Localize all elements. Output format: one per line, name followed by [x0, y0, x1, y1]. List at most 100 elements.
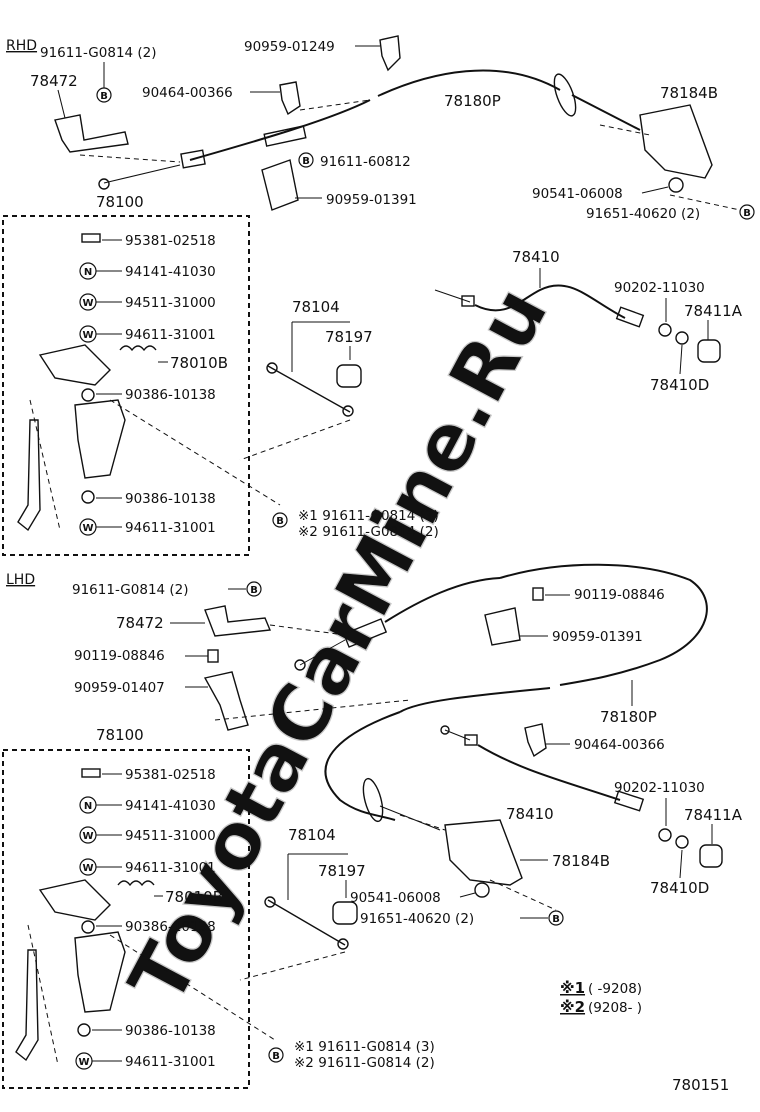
lhd-bolt-90119-08846-b: [207, 649, 219, 663]
lhd-washer-symbol-2: W: [79, 858, 97, 876]
rhd-nut-symbol: N: [79, 262, 97, 280]
svg-text:W: W: [82, 863, 93, 874]
label-rhd-90541-06008: 90541-06008: [532, 186, 623, 202]
label-lhd-90386-10138-b: 90386-10138: [125, 1023, 216, 1039]
svg-text:W: W: [78, 1057, 89, 1068]
note-rhd-1: ※1 91611-G0814 (3): [298, 508, 439, 524]
rhd-bracket-78472: [54, 114, 129, 153]
svg-text:B: B: [743, 208, 751, 219]
rhd-bolt-symbol-2: B: [298, 152, 314, 168]
lhd-bolt-symbol-2: B: [548, 910, 564, 926]
lhd-washer-symbol-1: W: [79, 826, 97, 844]
rhd-washer-symbol-2: W: [79, 325, 97, 343]
label-lhd-94611-31001-a: 94611-31001: [125, 860, 216, 876]
label-rhd-90202-11030: 90202-11030: [614, 280, 705, 296]
label-rhd-78100: 78100: [96, 193, 144, 211]
rhd-rod-78104: [267, 365, 351, 413]
lhd-clip-90464-00366: [524, 723, 547, 758]
rhd-nut-78410d: [675, 331, 689, 345]
rhd-bushing-upper: [81, 388, 95, 402]
label-rhd-90386-10138-a: 90386-10138: [125, 387, 216, 403]
lhd-rod-78104: [267, 899, 346, 946]
svg-text:B: B: [272, 1051, 280, 1062]
label-lhd-78010b: 78010B: [165, 888, 223, 906]
rhd-washer-90202-11030: [658, 323, 672, 337]
lhd-bracket-78184b: [444, 819, 523, 886]
rhd-clip-90464-00366: [279, 81, 301, 116]
label-rhd-90464-00366: 90464-00366: [142, 85, 233, 101]
svg-text:B: B: [552, 914, 560, 925]
lhd-bolt-symbol-1: B: [246, 581, 262, 597]
lhd-lever: [38, 879, 111, 921]
svg-text:W: W: [82, 330, 93, 341]
rhd-cable-78180p: [98, 69, 641, 190]
label-rhd-78197: 78197: [325, 328, 373, 346]
label-lhd-90959-01391: 90959-01391: [552, 629, 643, 645]
label-rhd-78184b: 78184B: [660, 84, 718, 102]
lhd-bracket-90959-01407: [203, 671, 249, 731]
lhd-shaft: [15, 949, 39, 1062]
lhd-clip-90959-01391: [484, 607, 521, 646]
lhd-nut-78410d: [675, 835, 689, 849]
label-rhd-91611-g0814-2: 91611-G0814 (2): [40, 45, 157, 61]
label-rhd-78180p: 78180P: [444, 92, 501, 110]
rhd-bracket-78184b: [639, 104, 713, 179]
lhd-bolt-symbol-3: B: [268, 1047, 284, 1063]
section-label-rhd: RHD: [6, 38, 37, 54]
svg-text:W: W: [82, 298, 93, 309]
lhd-bushing-78197: [332, 901, 358, 925]
label-rhd-90959-01391: 90959-01391: [326, 192, 417, 208]
lhd-bracket-78472: [204, 605, 272, 637]
svg-text:W: W: [82, 523, 93, 534]
label-rhd-90959-01249: 90959-01249: [244, 39, 335, 55]
lhd-pin-95381-02518: [81, 768, 101, 778]
rhd-bolt-symbol-3: B: [739, 204, 755, 220]
rhd-support-bracket: [74, 399, 126, 479]
note-lhd-1: ※1 91611-G0814 (3): [294, 1039, 435, 1055]
label-lhd-94611-31001-b: 94611-31001: [125, 1054, 216, 1070]
label-lhd-90119-08846-b: 90119-08846: [74, 648, 165, 664]
rhd-shaft: [17, 419, 41, 532]
label-lhd-91611-g0814-2: 91611-G0814 (2): [72, 582, 189, 598]
svg-text:N: N: [84, 267, 92, 278]
rhd-bushing-lower: [81, 490, 95, 504]
lhd-bushing-upper: [81, 920, 95, 934]
legend: ※1 ( -9208) ※2 (9208- ): [560, 979, 642, 1016]
svg-text:W: W: [82, 831, 93, 842]
label-rhd-94611-31001-b: 94611-31001: [125, 520, 216, 536]
label-rhd-78411a: 78411A: [684, 302, 743, 320]
note-rhd-2: ※2 91611-G0814 (2): [298, 524, 439, 540]
lhd-spring-78010b: [117, 880, 155, 887]
legend-range-2: (9208- ): [588, 1000, 642, 1016]
label-lhd-78104: 78104: [288, 826, 336, 844]
rhd-washer-symbol-1: W: [79, 293, 97, 311]
label-lhd-95381-02518: 95381-02518: [125, 767, 216, 783]
label-lhd-90119-08846-a: 90119-08846: [574, 587, 665, 603]
label-rhd-78104: 78104: [292, 298, 340, 316]
section-label-lhd: LHD: [6, 572, 35, 588]
svg-text:B: B: [276, 516, 284, 527]
rhd-bushing-78197: [336, 364, 362, 388]
label-rhd-78410d: 78410D: [650, 376, 709, 394]
label-rhd-78010b: 78010B: [170, 354, 228, 372]
legend-key-2: ※2: [560, 998, 585, 1016]
figure-number: 780151: [672, 1076, 729, 1094]
label-lhd-90386-10138-a: 90386-10138: [125, 919, 216, 935]
svg-text:B: B: [250, 585, 258, 596]
label-lhd-94511-31000: 94511-31000: [125, 828, 216, 844]
label-lhd-90541-06008: 90541-06008: [350, 890, 441, 906]
rhd-grommet-78411a: [697, 339, 721, 363]
lhd-nut-90541-06008: [474, 882, 490, 898]
rhd-spring-78010b: [119, 345, 157, 352]
lhd-cable-78180p: [294, 563, 708, 831]
label-rhd-95381-02518: 95381-02518: [125, 233, 216, 249]
rhd-bolt-symbol-4: B: [272, 512, 288, 528]
rhd-bolt-symbol-1: B: [96, 87, 112, 103]
lhd-washer-90202-11030: [658, 828, 672, 842]
lhd-cable-78410: [440, 725, 645, 812]
label-rhd-91611-60812: 91611-60812: [320, 154, 411, 170]
lhd-washer-symbol-3: W: [75, 1052, 93, 1070]
lhd-nut-symbol: N: [79, 796, 97, 814]
rhd-clip-90959-01391: [261, 159, 299, 211]
